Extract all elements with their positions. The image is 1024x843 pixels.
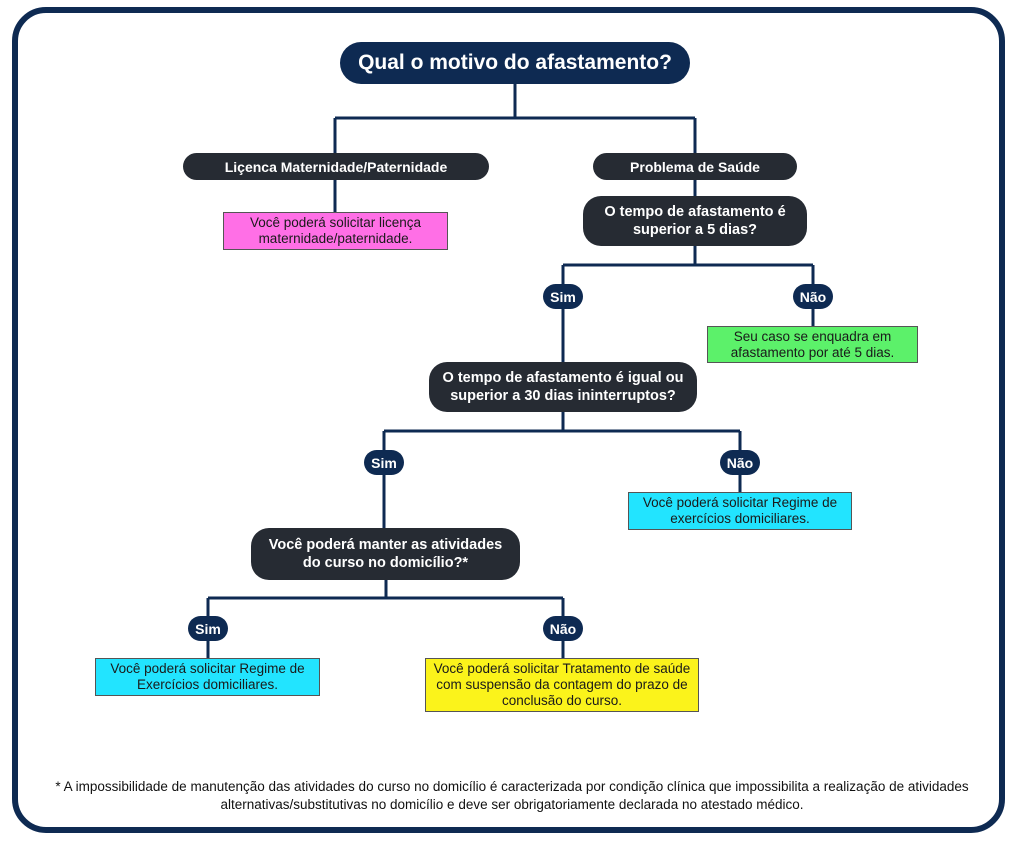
q1-yes-pill: Sim xyxy=(543,284,583,309)
branch-maternity: Liçenca Maternidade/Paternidade xyxy=(183,153,489,180)
q2-yes-pill: Sim xyxy=(364,450,404,475)
question-duration-5-days: O tempo de afastamento é superior a 5 di… xyxy=(583,196,807,246)
health-treatment-result: Você poderá solicitar Tratamento de saúd… xyxy=(425,658,699,712)
short-leave-result: Seu caso se enquadra em afastamento por … xyxy=(707,326,918,363)
footnote: * A impossibilidade de manutenção das at… xyxy=(55,779,969,812)
home-regime-result: Você poderá solicitar Regime de exercíci… xyxy=(628,492,852,530)
q2-no-pill: Não xyxy=(720,450,760,475)
main-question: Qual o motivo do afastamento? xyxy=(340,42,690,84)
maternity-result: Você poderá solicitar licença maternidad… xyxy=(223,212,448,250)
home-regime-result-2: Você poderá solicitar Regime de Exercíci… xyxy=(95,658,320,696)
question-home-activities: Você poderá manter as atividades do curs… xyxy=(251,528,520,580)
q3-no-pill: Não xyxy=(543,616,583,641)
q3-yes-pill: Sim xyxy=(188,616,228,641)
branch-health: Problema de Saúde xyxy=(593,153,797,180)
question-duration-30-days: O tempo de afastamento é igual ou superi… xyxy=(429,362,697,412)
q1-no-pill: Não xyxy=(793,284,833,309)
